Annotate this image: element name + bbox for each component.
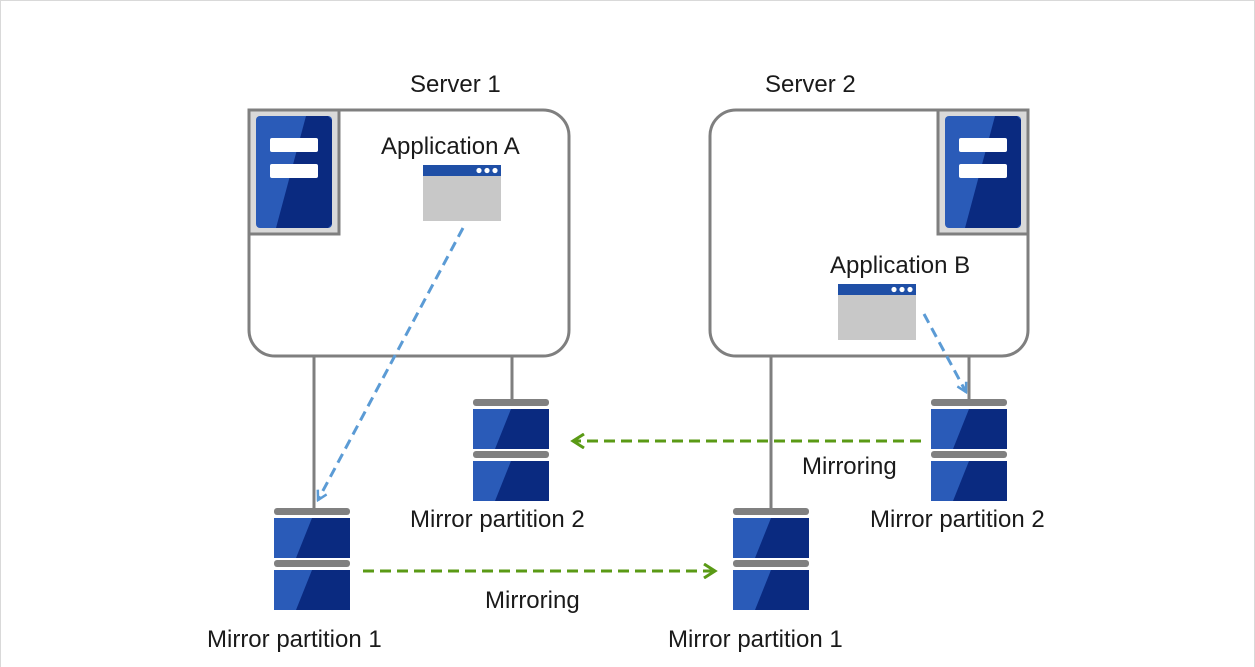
application-b-window-icon — [838, 284, 916, 340]
server-2-mirror-partition-1-label: Mirror partition 1 — [668, 626, 843, 653]
disk-icon — [931, 399, 1007, 501]
application-a-label: Application A — [381, 133, 520, 160]
server-1-group: Server 1 Application A — [247, 71, 571, 358]
mirroring-label-bottom: Mirroring — [485, 587, 580, 614]
application-b-label: Application B — [830, 252, 970, 279]
server-2-mirror-partition-2: Mirror partition 2 — [870, 399, 1045, 533]
server-1-mirror-partition-2: Mirror partition 2 — [410, 399, 585, 533]
disk-icon — [473, 399, 549, 501]
disk-icon — [733, 508, 809, 610]
server-1-label: Server 1 — [410, 71, 501, 98]
disk-icon — [274, 508, 350, 610]
server-2-mirror-partition-1: Mirror partition 1 — [668, 508, 843, 653]
server-2-tower-icon — [945, 116, 1021, 228]
server-1-tower-icon — [256, 116, 332, 228]
server-1-mirror-partition-1-label: Mirror partition 1 — [207, 626, 382, 653]
mirroring-label-top: Mirroring — [802, 453, 897, 480]
server-1-mirror-partition-2-label: Mirror partition 2 — [410, 506, 585, 533]
server-2-group: Server 2 Application B — [708, 71, 1030, 358]
server-2-label: Server 2 — [765, 71, 856, 98]
server-2-mirror-partition-2-label: Mirror partition 2 — [870, 506, 1045, 533]
application-a-write-arrow — [318, 227, 465, 500]
application-a-window-icon — [423, 165, 501, 221]
server-1-mirror-partition-1: Mirror partition 1 — [207, 508, 382, 653]
application-b-write-arrow — [922, 313, 966, 392]
